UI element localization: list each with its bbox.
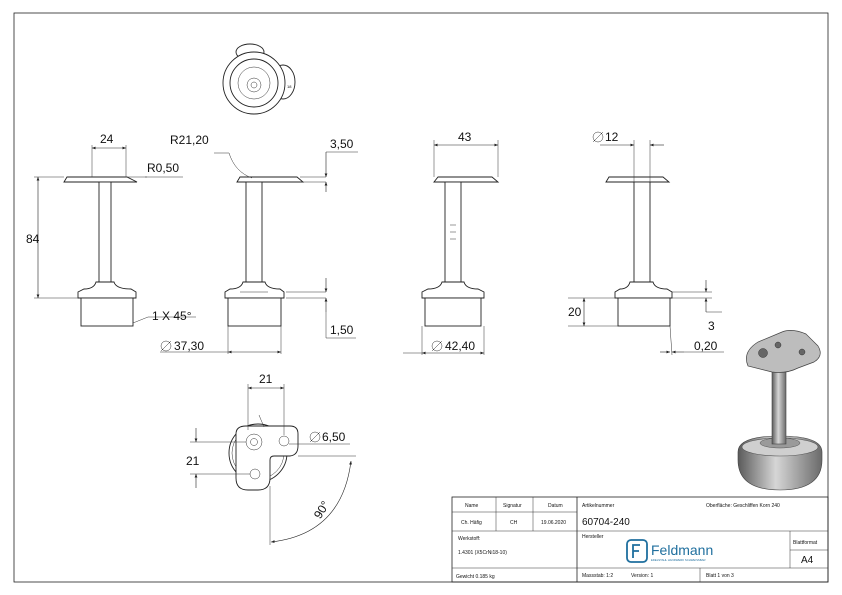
dim-3730: 37,30: [174, 339, 204, 353]
dim-650: 6,50: [322, 430, 346, 444]
sheet-border: [13, 12, 829, 583]
tb-name-value: Ch. Häfig: [461, 520, 482, 526]
front-view-1: [63, 176, 138, 327]
tb-format-value: A4: [801, 555, 814, 566]
tb-name-header: Name: [465, 503, 479, 509]
dim-90-deg: 90°: [311, 498, 333, 521]
dim-12: 12: [605, 130, 619, 144]
dim-r2120: R21,20: [170, 133, 209, 147]
tb-signature-header: Signatur: [503, 503, 522, 509]
logo-wordmark: Feldmann: [651, 542, 713, 558]
tb-format-header: Blattformat: [793, 540, 818, 546]
dim-350: 3,50: [330, 137, 354, 151]
tb-date-header: Datum: [548, 503, 563, 509]
tb-material-value: 1.4301 (X5CrNi18-10): [458, 550, 507, 556]
tb-manufacturer-header: Hersteller: [582, 534, 604, 540]
tb-sheet: Blatt 1 von 3: [706, 573, 734, 579]
dim-150: 1,50: [330, 323, 354, 337]
dim-21-side: 21: [186, 454, 200, 468]
svg-text:18: 18: [287, 84, 292, 89]
logo-tagline: EDELSTAHL HANDWERK SCHWEISSBAR: [651, 558, 706, 562]
tb-surface: Oberfläche: Geschliffen Korn 240: [706, 503, 780, 509]
tb-article-header: Artikelnummer: [582, 503, 615, 509]
top-view: 18: [222, 43, 296, 115]
tb-weight: Gewicht 0.185 kg: [456, 574, 495, 580]
dim-r050: R0,50: [147, 161, 179, 175]
dim-24: 24: [100, 132, 114, 146]
isometric-render: [737, 330, 823, 491]
dim-84: 84: [26, 232, 40, 246]
tb-date-value: 19.06.2020: [541, 520, 566, 526]
tb-signature-value: CH: [510, 520, 518, 526]
plan-view: [228, 414, 299, 491]
dim-20: 20: [568, 305, 582, 319]
dim-4240: 42,40: [445, 339, 475, 353]
tb-material-header: Werkstoff:: [458, 536, 480, 542]
tb-version: Version: 1: [631, 573, 653, 579]
side-view: [421, 176, 500, 327]
dim-020: 0,20: [694, 339, 718, 353]
tb-article-number: 60704-240: [582, 517, 630, 528]
front-view-2: [224, 176, 305, 327]
tb-scale: Massstab: 1:2: [582, 573, 613, 579]
title-block: [451, 496, 829, 583]
rear-view: [605, 176, 673, 327]
dim-3: 3: [708, 319, 715, 333]
dim-43: 43: [458, 130, 472, 144]
dim-chamfer: 1 X 45°: [152, 309, 192, 323]
dim-21-top: 21: [259, 372, 273, 386]
feldmann-logo: Feldmann EDELSTAHL HANDWERK SCHWEISSBAR: [626, 539, 713, 563]
